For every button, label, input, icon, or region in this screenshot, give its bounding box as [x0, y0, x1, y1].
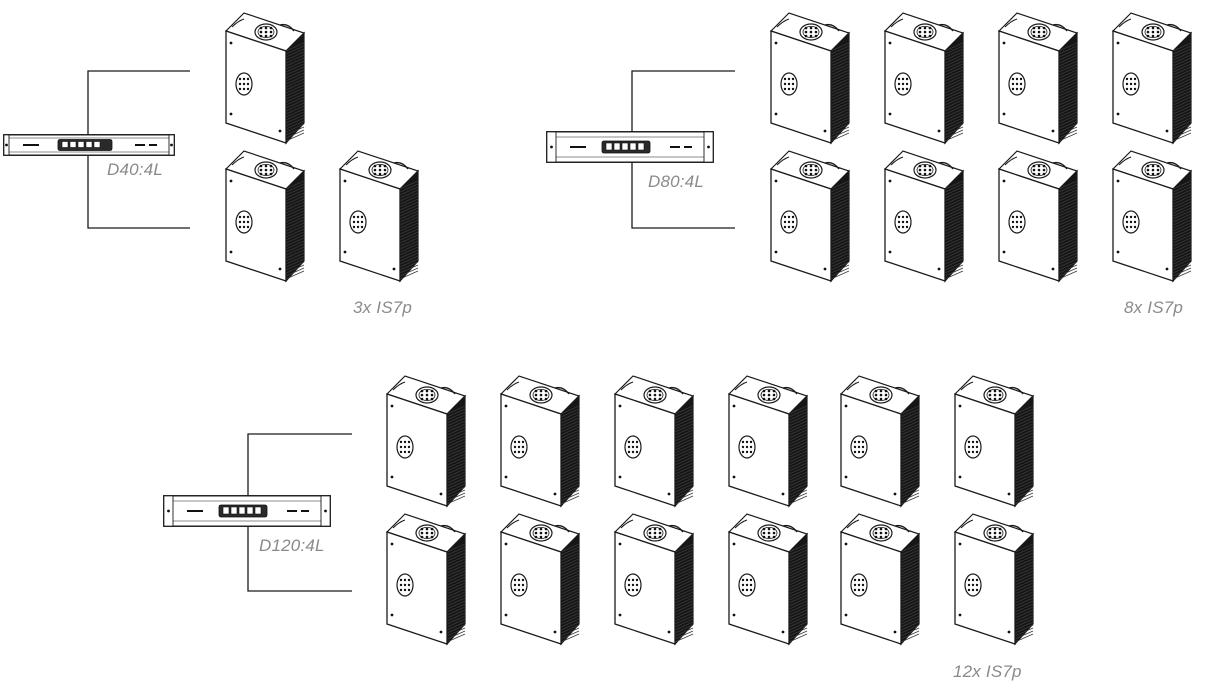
loudspeaker-icon [769, 150, 851, 283]
speaker [1109, 11, 1195, 150]
loudspeaker-icon [499, 513, 581, 646]
amplifier-d80 [546, 131, 714, 163]
loudspeaker-icon [769, 12, 851, 145]
amplifier-d120 [163, 495, 331, 527]
speaker-count-label-d80: 8x IS7p [1124, 298, 1184, 317]
loudspeaker-icon [224, 150, 306, 283]
speaker [767, 11, 853, 150]
speaker [951, 374, 1037, 513]
rack-amplifier-icon [546, 131, 714, 163]
speaker [611, 374, 697, 513]
loudspeaker-icon [839, 375, 921, 508]
loudspeaker-icon [1111, 12, 1193, 145]
loudspeaker-icon [883, 150, 965, 283]
loudspeaker-icon [499, 375, 581, 508]
loudspeaker-icon [953, 513, 1035, 646]
loudspeaker-icon [953, 375, 1035, 508]
loudspeaker-icon [224, 12, 306, 145]
speaker [222, 11, 308, 150]
speaker [837, 512, 923, 651]
loudspeaker-icon [385, 513, 467, 646]
loudspeaker-icon [997, 12, 1079, 145]
amplifier-label-d80: D80:4L [648, 172, 705, 191]
rack-amplifier-icon [3, 134, 175, 156]
loudspeaker-icon [839, 513, 921, 646]
speaker [725, 512, 811, 651]
speaker [881, 11, 967, 150]
speaker [611, 512, 697, 651]
loudspeaker-icon [613, 513, 695, 646]
amplifier-d40 [3, 134, 175, 156]
speaker [951, 512, 1037, 651]
loudspeaker-icon [385, 375, 467, 508]
speaker [881, 149, 967, 288]
loudspeaker-icon [1111, 150, 1193, 283]
loudspeaker-icon [883, 12, 965, 145]
speaker [837, 374, 923, 513]
speaker [383, 512, 469, 651]
speaker [336, 149, 422, 288]
speaker [383, 374, 469, 513]
loudspeaker-icon [727, 375, 809, 508]
speaker-count-label-d40: 3x IS7p [353, 298, 413, 317]
amplifier-label-d40: D40:4L [107, 160, 164, 179]
speaker [222, 149, 308, 288]
speaker [995, 11, 1081, 150]
speaker [497, 374, 583, 513]
loudspeaker-icon [338, 150, 420, 283]
loudspeaker-icon [727, 513, 809, 646]
speaker [767, 149, 853, 288]
rack-amplifier-icon [163, 495, 331, 527]
loudspeaker-icon [613, 375, 695, 508]
loudspeaker-icon [997, 150, 1079, 283]
speaker [497, 512, 583, 651]
speaker [1109, 149, 1195, 288]
amplifier-label-d120: D120:4L [259, 536, 325, 555]
speaker-count-label-d120: 12x IS7p [953, 662, 1022, 681]
speaker [725, 374, 811, 513]
speaker [995, 149, 1081, 288]
